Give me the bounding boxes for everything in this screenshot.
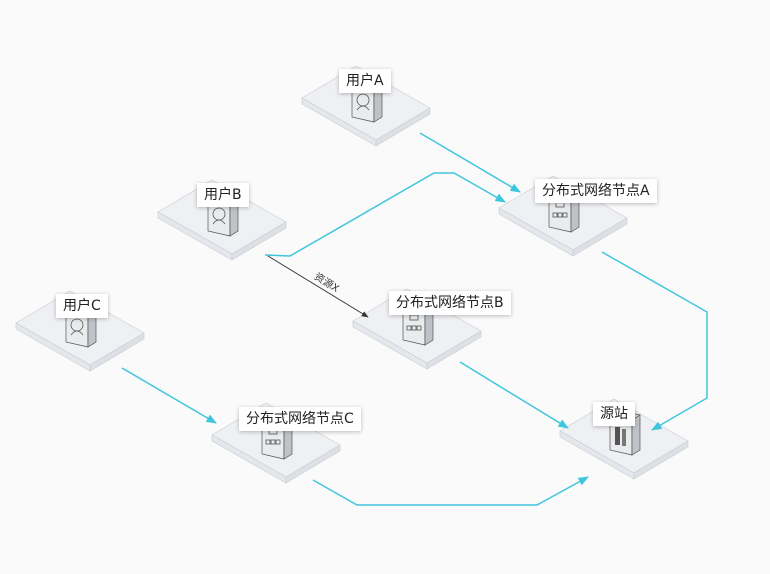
edge-usera-nodea [419, 132, 521, 193]
edge-userc-nodec [121, 367, 217, 424]
edge-nodea-origin [601, 251, 708, 431]
label-user-c: 用户C [56, 294, 108, 318]
edge-userb-nodeb [267, 255, 369, 318]
label-node-c: 分布式网络节点C [239, 407, 361, 431]
edge-nodec-origin [312, 476, 589, 506]
label-node-a: 分布式网络节点A [535, 179, 657, 203]
label-origin: 源站 [593, 402, 635, 426]
label-user-b: 用户B [197, 183, 249, 207]
edge-nodeb-origin [459, 361, 569, 429]
label-node-b: 分布式网络节点B [389, 291, 511, 315]
edge-userb-nodea [264, 172, 506, 257]
label-user-a: 用户A [339, 69, 391, 93]
